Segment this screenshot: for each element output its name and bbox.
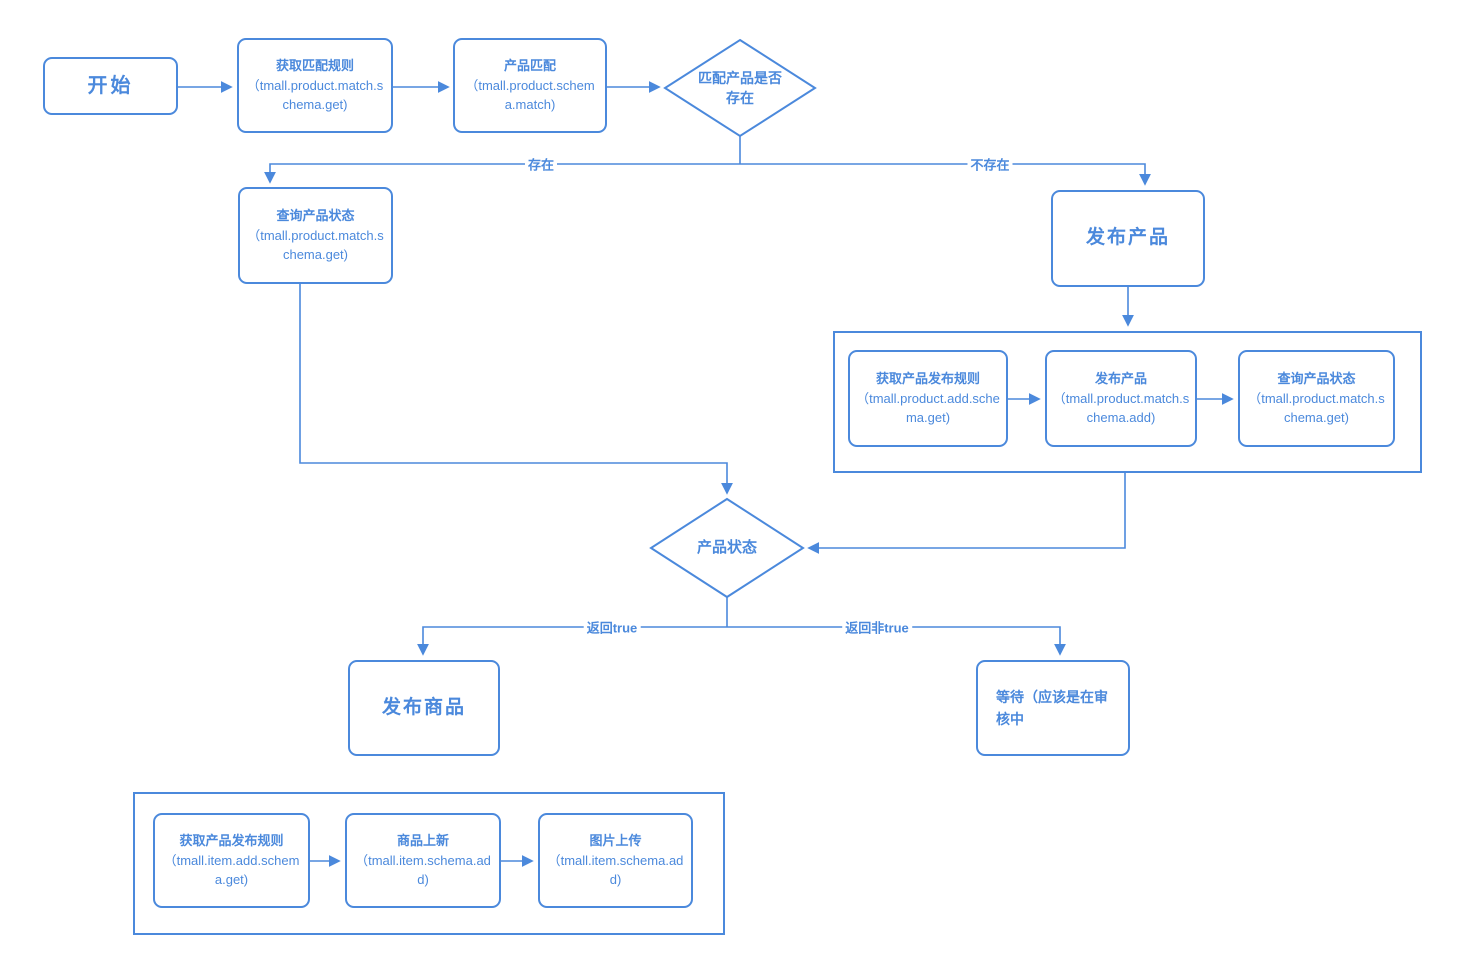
node-get-match-rule-title: 获取匹配规则: [275, 58, 354, 74]
node-g1-query-status-title: 查询产品状态: [1277, 371, 1356, 387]
edge-return-true-branch: [417, 626, 727, 656]
node-product-match[interactable]: 产品匹配 （tmall.product.schema.match): [453, 38, 607, 133]
node-product-match-title: 产品匹配: [503, 58, 556, 74]
node-g1-get-publish-rule-title: 获取产品发布规则: [875, 371, 980, 387]
node-product-match-api: （tmall.product.schema.match): [465, 77, 595, 113]
node-g2-item-new-api: （tmall.item.schema.add): [355, 852, 491, 888]
node-g2-image-upload[interactable]: 图片上传 （tmall.item.schema.add): [538, 813, 693, 908]
edge-label-return-true: 返回true: [583, 617, 641, 637]
node-publish-item[interactable]: 发布商品: [348, 660, 500, 756]
edge-label-return-not-true: 返回非true: [842, 617, 912, 637]
node-start-label: 开始: [87, 75, 134, 97]
node-query-product-status-title: 查询产品状态: [276, 208, 355, 224]
node-query-product-status[interactable]: 查询产品状态 （tmall.product.match.schema.get): [238, 187, 393, 284]
node-g1-query-status-api: （tmall.product.match.schema.get): [1248, 390, 1385, 426]
decision-product-status-shape[interactable]: [649, 497, 805, 599]
decision-match-exist-shape[interactable]: [663, 38, 817, 138]
decision-match-exist-label: 匹配产品是否存在: [698, 69, 782, 106]
edge-not-exists-branch: [740, 163, 1151, 186]
node-publish-product-label: 发布产品: [1085, 227, 1170, 249]
node-g2-item-new[interactable]: 商品上新 （tmall.item.schema.add): [345, 813, 501, 908]
edge-group1-to-decision-status: [807, 473, 1126, 554]
node-g1-publish-product[interactable]: 发布产品 （tmall.product.match.schema.add): [1045, 350, 1197, 447]
edge-query-status-to-decision-status: [299, 284, 733, 495]
node-start[interactable]: 开始: [43, 57, 178, 115]
node-get-match-rule[interactable]: 获取匹配规则 （tmall.product.match.schema.get): [237, 38, 393, 133]
decision-product-status-label: 产品状态: [696, 539, 757, 557]
node-publish-product[interactable]: 发布产品: [1051, 190, 1205, 287]
node-g1-get-publish-rule-api: （tmall.product.add.schema.get): [856, 390, 1000, 426]
edge-label-not-exists: 不存在: [967, 154, 1013, 174]
node-g1-get-publish-rule[interactable]: 获取产品发布规则 （tmall.product.add.schema.get): [848, 350, 1008, 447]
node-get-match-rule-api: （tmall.product.match.schema.get): [246, 77, 384, 113]
group-publish-item-flow[interactable]: [133, 792, 725, 935]
node-publish-item-label: 发布商品: [381, 696, 466, 718]
node-query-product-status-api: （tmall.product.match.schema.get): [247, 227, 384, 263]
edge-return-not-true-branch: [727, 626, 1066, 656]
node-g2-image-upload-title: 图片上传: [589, 833, 642, 849]
group-publish-product-flow[interactable]: [833, 331, 1422, 473]
edge-exists-branch: [264, 163, 740, 184]
node-g2-get-item-add-rule-api: （tmall.item.add.schema.get): [163, 852, 300, 888]
node-wait-review-label: 等待（应该是在审核中: [996, 688, 1108, 727]
node-g2-image-upload-api: （tmall.item.schema.add): [547, 852, 684, 888]
node-g2-get-item-add-rule[interactable]: 获取产品发布规则 （tmall.item.add.schema.get): [153, 813, 310, 908]
node-g1-query-status[interactable]: 查询产品状态 （tmall.product.match.schema.get): [1238, 350, 1395, 447]
node-g1-publish-product-title: 发布产品: [1094, 371, 1147, 387]
edge-label-exists: 存在: [524, 154, 558, 174]
node-wait-review[interactable]: 等待（应该是在审核中: [976, 660, 1130, 756]
node-g2-item-new-title: 商品上新: [396, 833, 449, 849]
node-g1-publish-product-api: （tmall.product.match.schema.add): [1052, 390, 1190, 426]
node-g2-get-item-add-rule-title: 获取产品发布规则: [179, 833, 284, 849]
